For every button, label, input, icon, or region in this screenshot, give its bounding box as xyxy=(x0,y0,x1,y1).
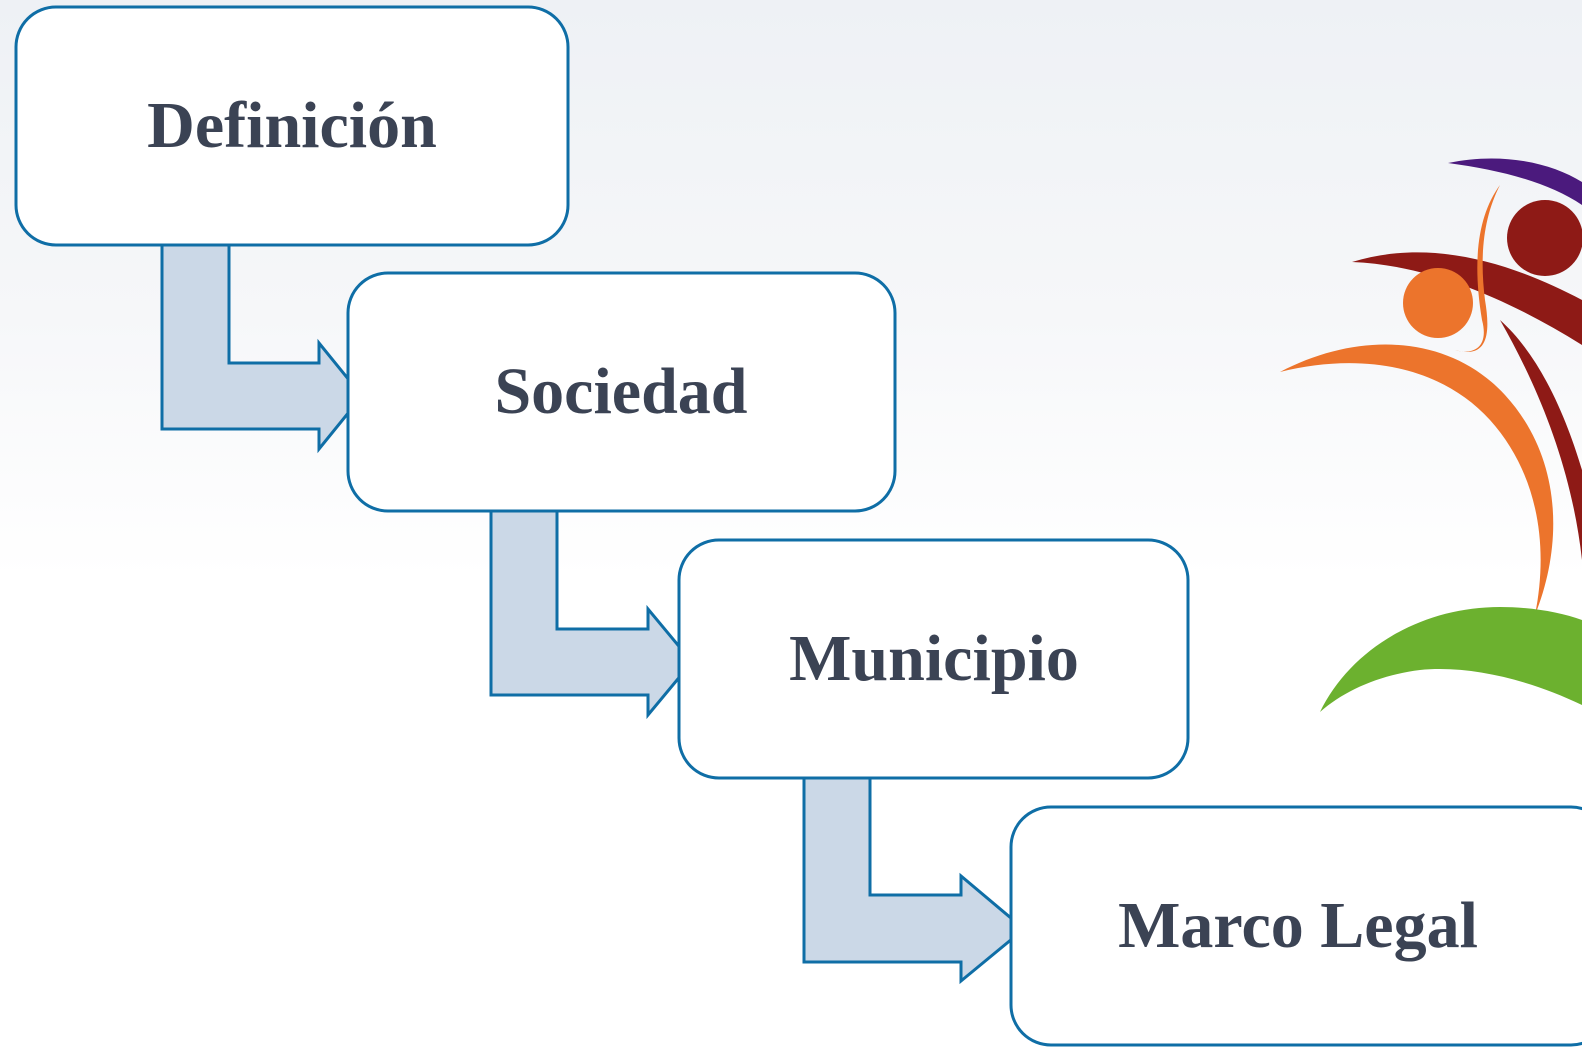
people-embrace-logo-icon xyxy=(1280,158,1582,712)
step-label: Marco Legal xyxy=(1118,889,1478,962)
connector-arrow-2 xyxy=(489,507,694,720)
step-label: Sociedad xyxy=(494,355,747,428)
step-label: Municipio xyxy=(789,622,1079,695)
step-label: Definición xyxy=(147,89,437,162)
step-box-marco-legal: Marco Legal xyxy=(1009,805,1582,1047)
connector-arrow-1 xyxy=(160,240,364,454)
step-box-definicion: Definición xyxy=(14,5,570,247)
connector-arrow-3 xyxy=(802,773,1027,985)
step-box-municipio: Municipio xyxy=(677,538,1190,780)
step-box-sociedad: Sociedad xyxy=(346,271,897,513)
